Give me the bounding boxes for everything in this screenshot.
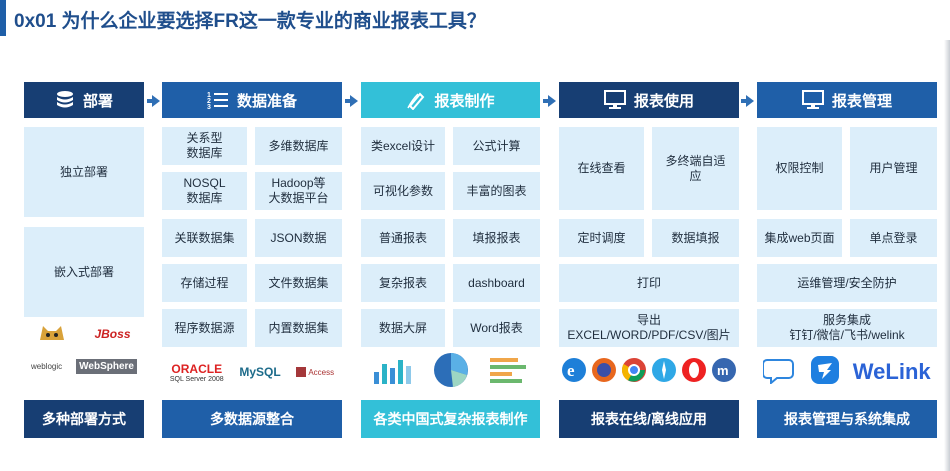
monitor-icon bbox=[603, 90, 626, 110]
column-footer-deploy: 多种部署方式 bbox=[24, 400, 144, 438]
sqlserver-logo: SQL Server 2008 bbox=[169, 375, 224, 383]
cell-service-integration: 服务集成 钉钉/微信/飞书/welink bbox=[757, 309, 937, 347]
weblogic-logo: weblogic bbox=[31, 361, 63, 371]
pen-icon bbox=[406, 90, 426, 110]
welink-logo: WeLink bbox=[852, 359, 931, 384]
monitor-icon bbox=[801, 90, 824, 110]
cell-stored-procedure: 存储过程 bbox=[162, 264, 247, 302]
opera-icon bbox=[681, 357, 707, 388]
browser-logos: e m bbox=[559, 354, 739, 390]
cell-word-report: Word报表 bbox=[453, 309, 540, 347]
column-report-management: 报表管理 权限控制 用户管理 集成web页面 单点登录 运维管理/安全防护 服务… bbox=[757, 82, 937, 442]
column-header-label: 报表管理 bbox=[831, 92, 892, 110]
cell-permission-control: 权限控制 bbox=[757, 127, 842, 210]
cell-program-datasource: 程序数据源 bbox=[162, 309, 247, 347]
jboss-logo: JBoss bbox=[94, 327, 131, 341]
cell-relational-db: 关系型 数据库 bbox=[162, 127, 247, 165]
page-title: 0x01 为什么企业要选择FR这一款专业的商业报表工具？ bbox=[14, 11, 486, 32]
bar-chart-icon bbox=[370, 354, 414, 391]
websphere-logo: WebSphere bbox=[76, 358, 137, 374]
access-logo: Access bbox=[296, 367, 334, 377]
arrow-4 bbox=[741, 95, 754, 107]
chart-thumbnails bbox=[361, 352, 540, 392]
chrome-icon bbox=[621, 357, 647, 388]
cell-file-dataset: 文件数据集 bbox=[255, 264, 342, 302]
deploy-logos-row2: weblogic WebSphere bbox=[24, 354, 144, 378]
dingtalk-icon bbox=[810, 355, 840, 390]
title-accent-bar bbox=[0, 0, 6, 36]
table-chart-icon bbox=[488, 354, 532, 391]
column-report-usage: 报表使用 在线查看 多终端自适 应 定时调度 数据填报 打印 导出 EXCEL/… bbox=[559, 82, 739, 442]
firefox-icon bbox=[591, 357, 617, 388]
column-header-label: 报表制作 bbox=[434, 92, 495, 110]
column-header-label: 报表使用 bbox=[633, 92, 694, 110]
cell-print: 打印 bbox=[559, 264, 739, 302]
svg-text:e: e bbox=[567, 361, 575, 380]
ie-icon: e bbox=[561, 357, 587, 388]
column-header-label: 数据准备 bbox=[236, 92, 297, 110]
oracle-logo: ORACLE bbox=[171, 361, 223, 376]
cell-excel-design: 类excel设计 bbox=[361, 127, 445, 165]
tomcat-logo bbox=[37, 320, 67, 349]
arrow-1 bbox=[147, 95, 160, 107]
oracle-sqlserver-logo: ORACLE SQL Server 2008 bbox=[170, 362, 224, 383]
column-report-design: 报表制作 类excel设计 公式计算 可视化参数 丰富的图表 普通报表 填报报表… bbox=[361, 82, 540, 442]
column-header-label: 部署 bbox=[82, 92, 113, 110]
cell-multidim-db: 多维数据库 bbox=[255, 127, 342, 165]
deploy-logos-row1: JBoss bbox=[24, 320, 144, 348]
svg-text:3: 3 bbox=[207, 104, 211, 110]
cell-complex-report: 复杂报表 bbox=[361, 264, 445, 302]
svg-text:1: 1 bbox=[207, 92, 211, 99]
cell-fill-report: 填报报表 bbox=[453, 219, 540, 257]
column-footer-report-design: 各类中国式复杂报表制作 bbox=[361, 400, 540, 438]
column-header-deploy: 部署 bbox=[24, 82, 144, 118]
arrow-2 bbox=[345, 95, 358, 107]
cell-embedded-deploy: 嵌入式部署 bbox=[24, 227, 144, 317]
cell-nosql-db: NOSQL 数据库 bbox=[162, 172, 247, 210]
maxthon-icon: m bbox=[711, 357, 737, 388]
cell-export: 导出 EXCEL/WORD/PDF/CSV/图片 bbox=[559, 309, 739, 347]
cell-integrate-web: 集成web页面 bbox=[757, 219, 842, 257]
column-header-report-usage: 报表使用 bbox=[559, 82, 739, 118]
cell-online-view: 在线查看 bbox=[559, 127, 644, 210]
cell-dashboard: dashboard bbox=[453, 264, 540, 302]
cell-hadoop: Hadoop等 大数据平台 bbox=[255, 172, 342, 210]
safari-icon bbox=[651, 357, 677, 388]
database-icon bbox=[55, 90, 75, 110]
column-header-report-design: 报表制作 bbox=[361, 82, 540, 118]
column-footer-data-prep: 多数据源整合 bbox=[162, 400, 342, 438]
chat-bubble-icon bbox=[762, 356, 797, 389]
column-deploy: 部署 独立部署 嵌入式部署 JBoss weblogic WebSphere 多… bbox=[24, 82, 144, 442]
cell-multi-terminal: 多终端自适 应 bbox=[652, 127, 739, 210]
column-header-report-management: 报表管理 bbox=[757, 82, 937, 118]
svg-text:2: 2 bbox=[207, 98, 211, 105]
column-footer-report-usage: 报表在线/离线应用 bbox=[559, 400, 739, 438]
cell-normal-report: 普通报表 bbox=[361, 219, 445, 257]
cell-rich-charts: 丰富的图表 bbox=[453, 172, 540, 210]
integration-logos: WeLink bbox=[757, 354, 937, 390]
mysql-logo: MySQL bbox=[239, 365, 281, 379]
cell-sso: 单点登录 bbox=[850, 219, 937, 257]
cell-builtin-dataset: 内置数据集 bbox=[255, 309, 342, 347]
pie-chart-icon bbox=[431, 351, 471, 394]
cell-join-dataset: 关联数据集 bbox=[162, 219, 247, 257]
cell-big-screen: 数据大屏 bbox=[361, 309, 445, 347]
cell-scheduling: 定时调度 bbox=[559, 219, 644, 257]
cell-formula: 公式计算 bbox=[453, 127, 540, 165]
cell-standalone-deploy: 独立部署 bbox=[24, 127, 144, 217]
cell-data-fill: 数据填报 bbox=[652, 219, 739, 257]
right-edge-shadow bbox=[944, 40, 950, 471]
cell-ops-security: 运维管理/安全防护 bbox=[757, 264, 937, 302]
svg-text:m: m bbox=[717, 363, 729, 378]
cell-json-data: JSON数据 bbox=[255, 219, 342, 257]
cell-user-management: 用户管理 bbox=[850, 127, 937, 210]
cell-visual-params: 可视化参数 bbox=[361, 172, 445, 210]
column-footer-report-management: 报表管理与系统集成 bbox=[757, 400, 937, 438]
datasource-logos: ORACLE SQL Server 2008 MySQL Access bbox=[162, 354, 342, 390]
arrow-3 bbox=[543, 95, 556, 107]
